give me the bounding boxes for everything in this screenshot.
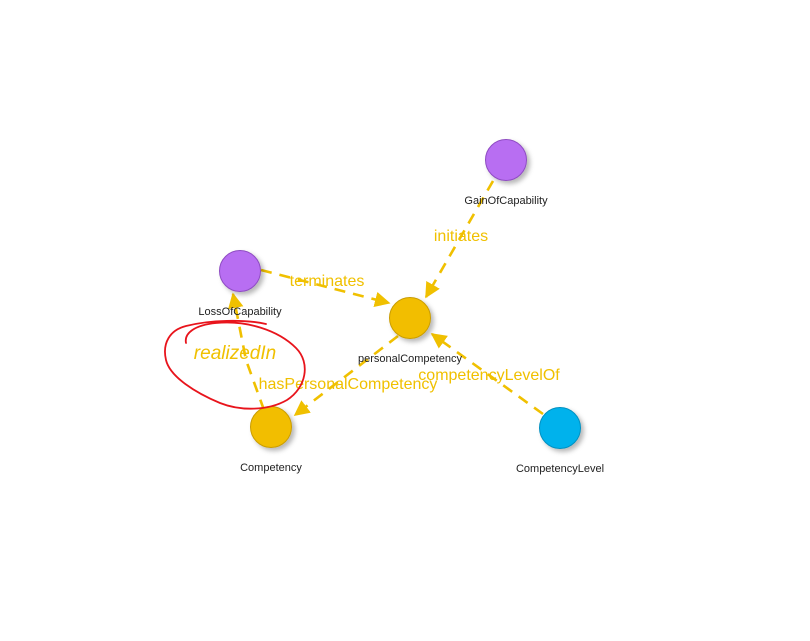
edge-initiates-label[interactable]: initiates: [434, 228, 488, 245]
node-competency[interactable]: Competency: [240, 406, 302, 475]
node-gain-of-capability[interactable]: GainOfCapability: [464, 139, 548, 208]
node-personal-competency-circle[interactable]: [389, 297, 431, 339]
edge-terminates[interactable]: terminates: [260, 268, 391, 308]
nodes-layer: GainOfCapability LossOfCapability person…: [198, 139, 604, 476]
edge-has-personal-competency[interactable]: hasPersonalCompetency: [259, 334, 438, 417]
annotation-circle-scribble: [164, 319, 306, 410]
edge-has-personal-competency-label[interactable]: hasPersonalCompetency: [259, 376, 438, 393]
node-personal-competency-label: personalCompetency: [358, 353, 462, 365]
node-gain-of-capability-circle[interactable]: [485, 139, 527, 181]
edge-realized-in[interactable]: [228, 292, 266, 411]
node-competency-label: Competency: [240, 462, 302, 474]
node-competency-level-label: CompetencyLevel: [516, 463, 604, 475]
edge-competency-level-of[interactable]: competencyLevelOf: [418, 332, 560, 416]
edge-terminates-line: [260, 268, 391, 308]
edge-competency-level-of-line: [430, 332, 544, 416]
node-competency-circle[interactable]: [250, 406, 292, 448]
edge-competency-level-of-label[interactable]: competencyLevelOf: [418, 367, 560, 384]
edge-realized-in-line: [228, 292, 266, 411]
node-competency-level-circle[interactable]: [539, 407, 581, 449]
edges-layer: initiates terminates competencyLevelOf h…: [228, 180, 560, 417]
node-loss-of-capability-label: LossOfCapability: [198, 306, 282, 318]
node-loss-of-capability-circle[interactable]: [219, 250, 261, 292]
node-competency-level[interactable]: CompetencyLevel: [516, 407, 604, 476]
annotation-layer: realizedIn: [164, 319, 306, 410]
node-loss-of-capability[interactable]: LossOfCapability: [198, 250, 282, 319]
edge-terminates-label[interactable]: terminates: [290, 273, 365, 290]
annotation-realized-in-label: realizedIn: [194, 343, 276, 364]
edge-has-personal-competency-line: [293, 334, 399, 417]
edge-initiates[interactable]: initiates: [424, 180, 495, 299]
edge-initiates-line: [424, 180, 495, 299]
node-personal-competency[interactable]: personalCompetency: [358, 297, 462, 366]
node-gain-of-capability-label: GainOfCapability: [464, 195, 548, 207]
